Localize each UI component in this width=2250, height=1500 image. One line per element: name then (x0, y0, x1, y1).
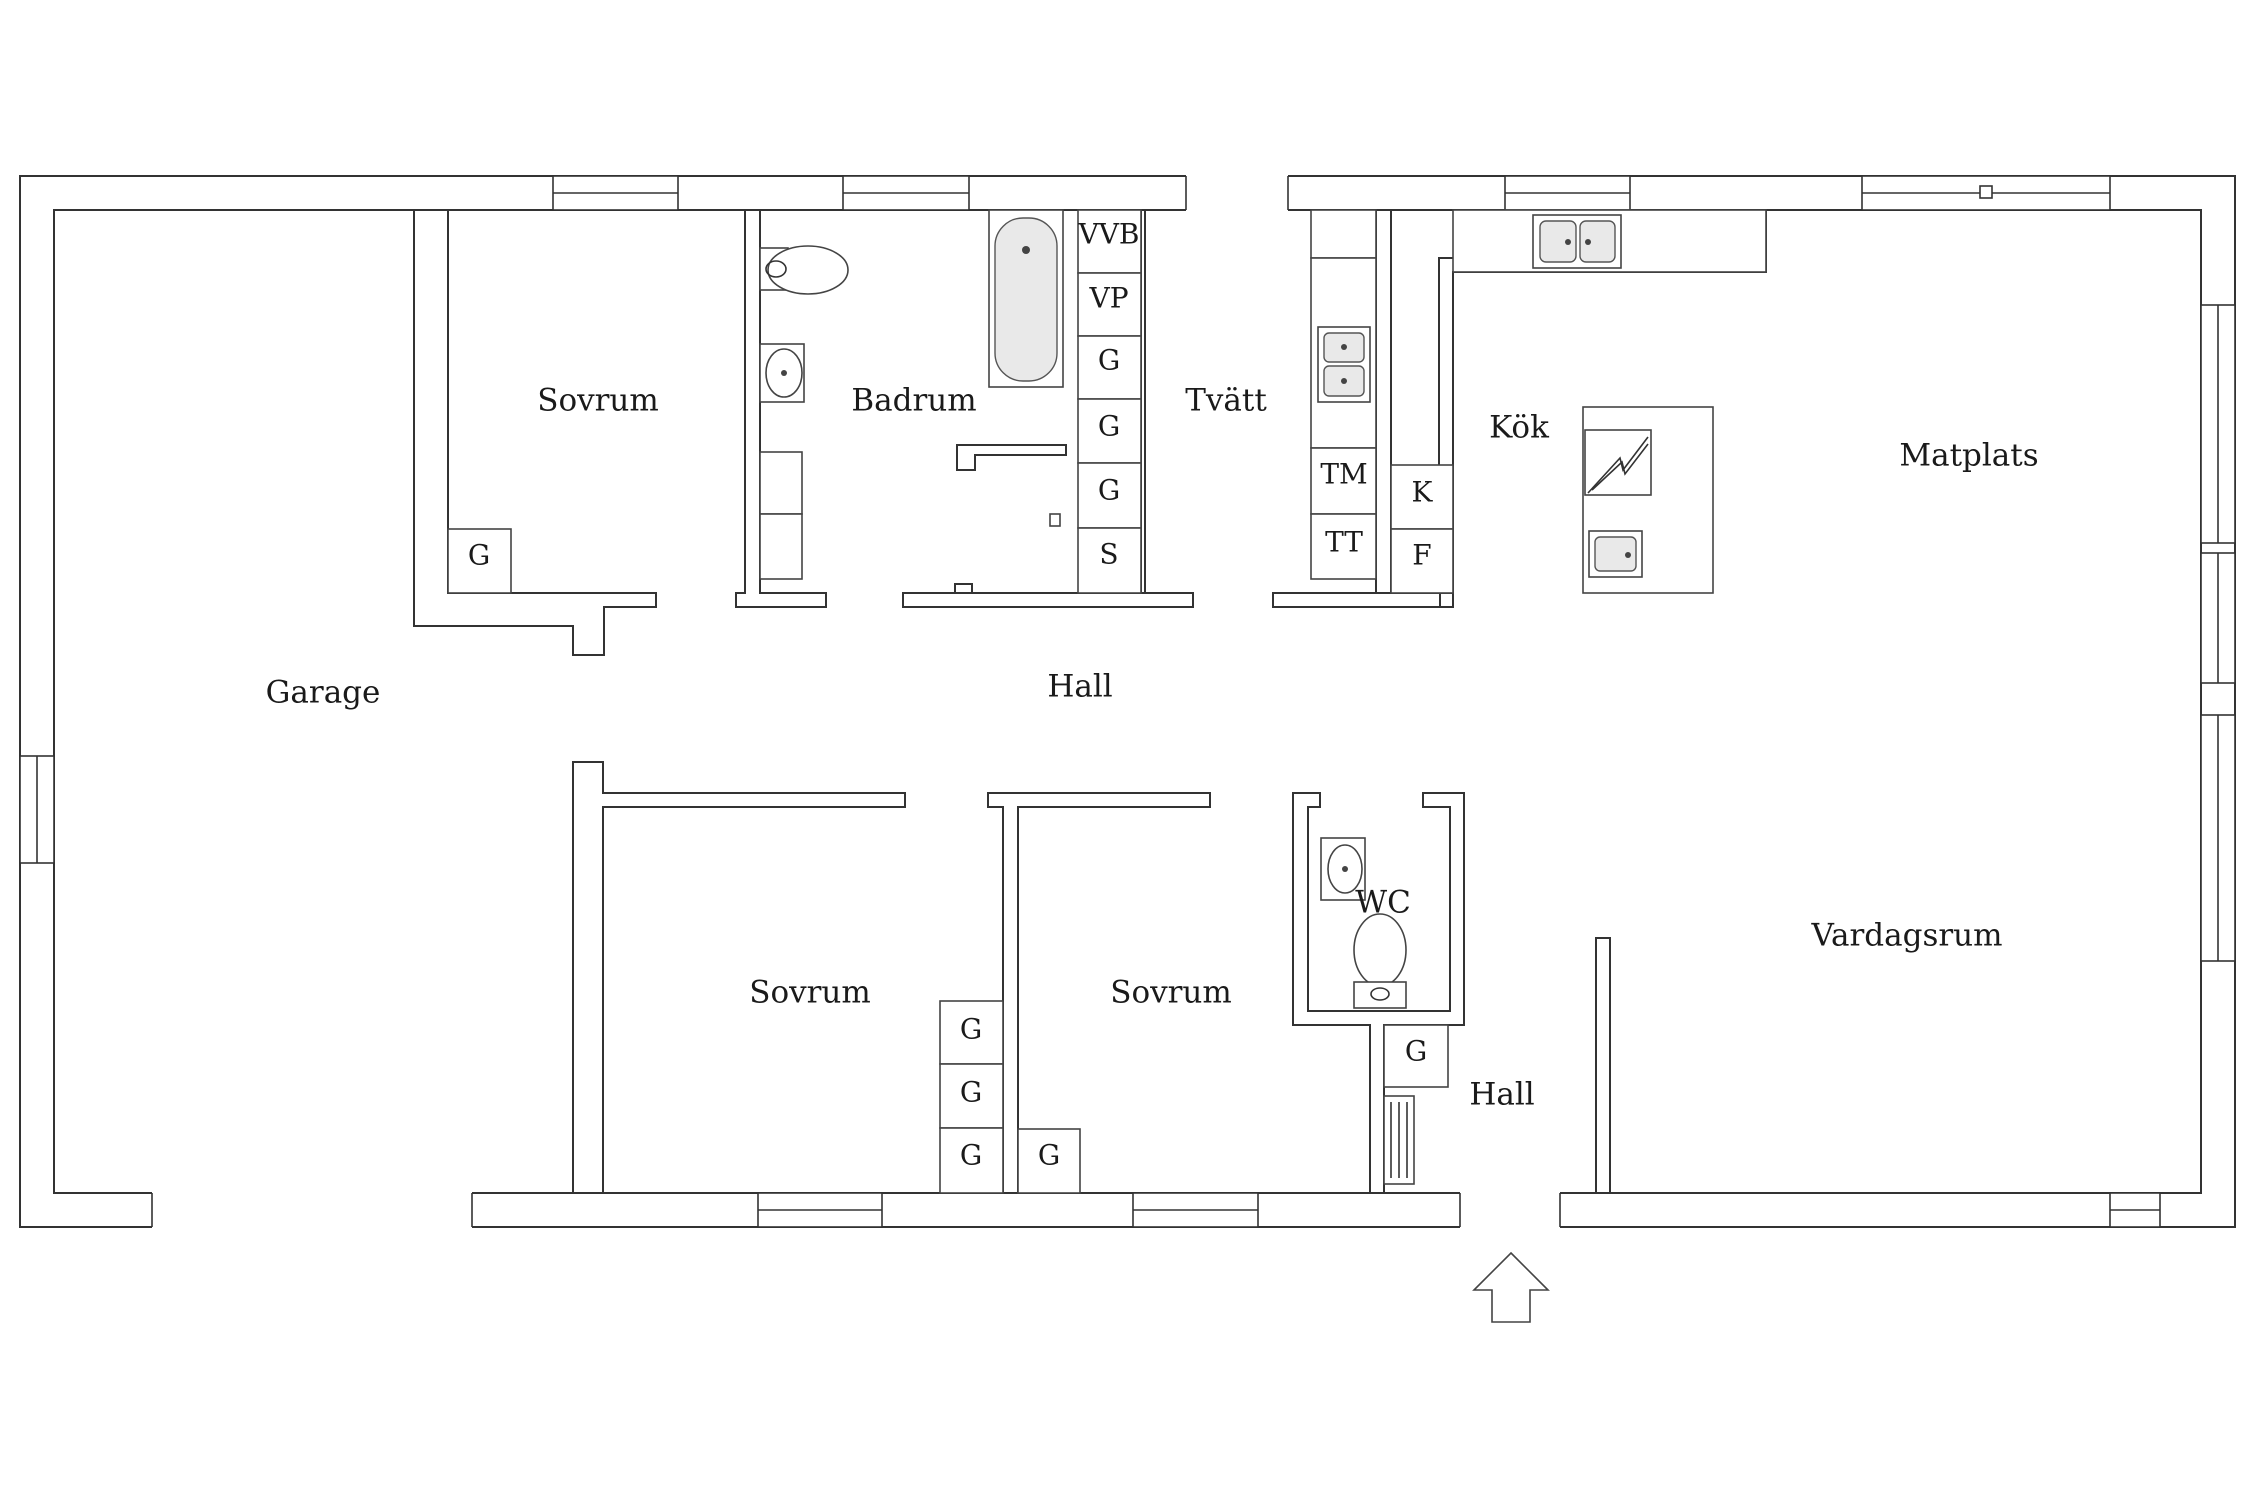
room-label-hall-entry: Hall (1469, 1077, 1534, 1113)
laundry-label-tm: TM (1320, 458, 1367, 491)
wardrobe-mid-bedroom: G (1017, 1128, 1081, 1194)
kitchen-label-k: K (1412, 476, 1434, 509)
room-label-vardagsrum: Vardagsrum (1810, 918, 2002, 954)
room-label-sovrum-bottom-mid: Sovrum (1110, 975, 1232, 1011)
wardrobe-label: G (1038, 1139, 1060, 1172)
cabinet-label-g1: G (1098, 344, 1120, 377)
kitchen-island (1582, 406, 1714, 594)
sink-icon (759, 343, 805, 403)
laundry-label-tt: TT (1325, 526, 1363, 559)
cabinet-label-g3: G (1098, 474, 1120, 507)
exterior-openings (151, 174, 1561, 1229)
toilet-icon (1353, 913, 1407, 1009)
room-label-wc: WC (1355, 885, 1411, 921)
room-label-sovrum-bottom-left: Sovrum (749, 975, 871, 1011)
room-label-badrum: Badrum (851, 383, 976, 419)
bathtub-icon (988, 209, 1064, 388)
room-label-matplats: Matplats (1899, 438, 2038, 474)
wardrobe-label: G (960, 1013, 982, 1046)
cabinet-label-vvb: VVB (1077, 218, 1139, 251)
bath-cabinet-column: VVB VP G G G S (1077, 209, 1142, 594)
bath-storage (759, 451, 1061, 580)
cabinet-label-g2: G (1098, 410, 1120, 443)
toilet-icon (759, 245, 849, 295)
wardrobe-label: G (960, 1139, 982, 1172)
kitchen-cabinets: K F (1390, 464, 1454, 594)
wardrobe-label: G (1405, 1035, 1427, 1068)
kitchen-counter (1452, 209, 1767, 273)
windows (19, 175, 2236, 1228)
interior-walls (413, 209, 1767, 1194)
wardrobe-entry: G (1383, 1024, 1449, 1088)
room-label-hall-main: Hall (1047, 669, 1112, 705)
room-labels: Garage Sovrum Badrum Tvätt Kök Matplats … (266, 383, 2039, 1113)
entrance-arrow-icon (1472, 1251, 1550, 1323)
wardrobe-label: G (468, 539, 490, 572)
room-label-garage: Garage (266, 675, 381, 711)
wardrobes-left-bedroom: G G G (939, 1000, 1004, 1194)
sink-icon (1317, 326, 1371, 403)
room-label-kok: Kök (1489, 410, 1549, 446)
wardrobe-label: G (960, 1076, 982, 1109)
kitchen-label-f: F (1412, 539, 1431, 572)
sink-icon (1320, 837, 1366, 901)
wardrobe-top-bedroom: G (447, 528, 512, 594)
radiator (1383, 1095, 1415, 1185)
cabinet-label-s: S (1099, 538, 1118, 571)
cabinet-label-vp: VP (1088, 282, 1128, 315)
room-label-sovrum-top: Sovrum (537, 383, 659, 419)
room-label-tvatt: Tvätt (1185, 383, 1267, 419)
